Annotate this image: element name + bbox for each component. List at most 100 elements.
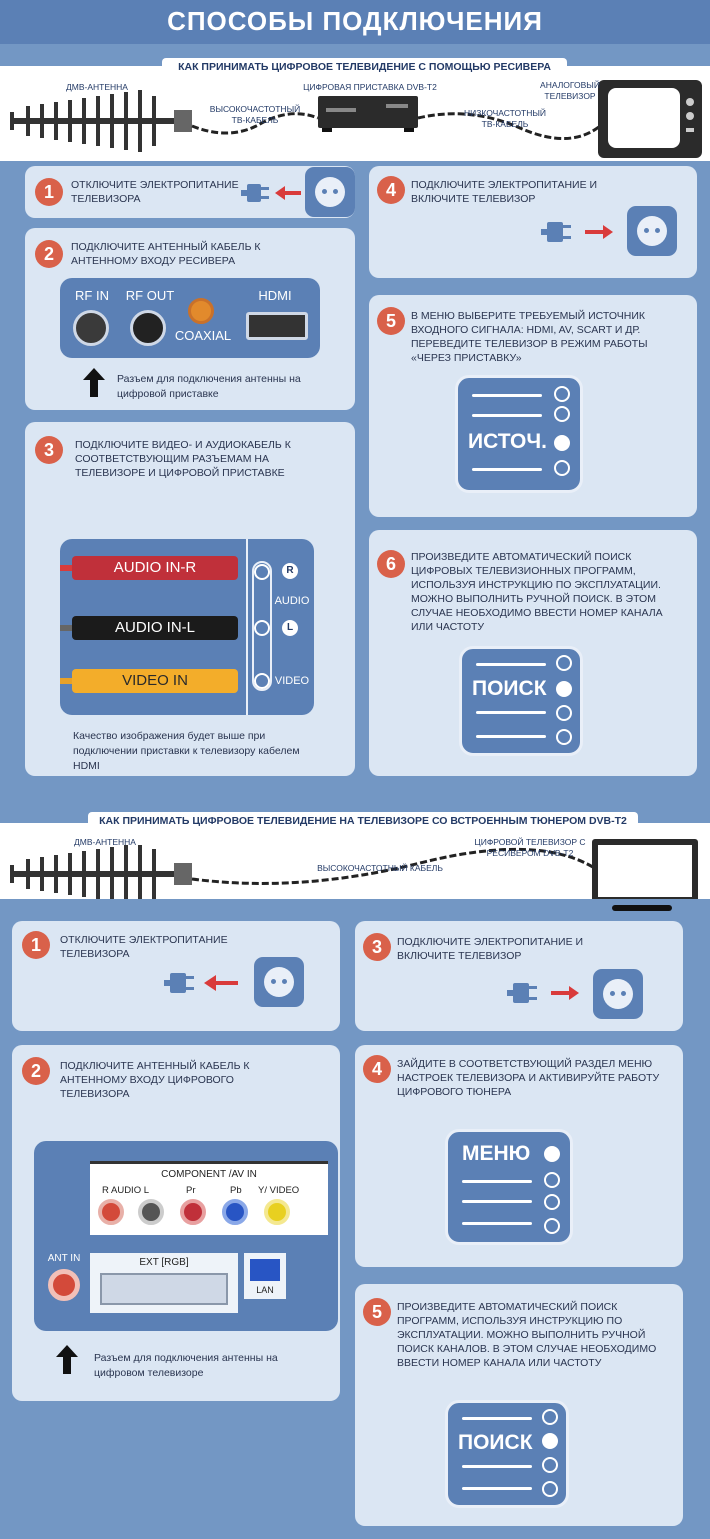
step-card-3: 3 ПОДКЛЮЧИТЕ ЭЛЕКТРОПИТАНИЕ И ВКЛЮЧИТЕ Т… [355,921,683,1031]
audio-jack-label: AUDIO [274,595,310,607]
source-menu-icon: ИСТОЧ. [455,375,583,493]
step-card-6: 6 ПРОИЗВЕДИТЕ АВТОМАТИЧЕСКИЙ ПОИСК ЦИФРО… [369,530,697,776]
digital-tv-icon [592,839,698,899]
jack-strip [252,561,272,691]
plug-unplug-icon [241,184,301,202]
antenna-label: ДМВ-АНТЕННА [66,82,128,92]
plug-unplug-icon [164,973,238,993]
pb-label: Pb [230,1185,242,1196]
receiver-port-panel: RF IN RF OUT COAXIAL HDMI [60,278,320,358]
step-note: Разъем для подключения антенны на цифров… [94,1352,278,1379]
coaxial-port [188,298,214,324]
step-number: 3 [363,933,391,961]
step-number: 4 [377,176,405,204]
step-number: 5 [377,307,405,335]
lf-cable-label: НИЗКОЧАСТОТНЫЙ ТВ-КАБЕЛЬ [463,108,547,129]
analog-tv-label: АНАЛОГОВЫЙ ТЕЛЕВИЗОР [540,80,600,101]
tv-port-panel: COMPONENT /AV IN R AUDIO L Pr Pb Y/ VIDE… [34,1141,338,1331]
ant-in-label: ANT IN [47,1253,81,1264]
audio-r-cable [72,556,238,580]
receiver-diagram [10,80,702,158]
hf-cable-label: ВЫСОКОЧАСТОТНЫЙ КАБЕЛЬ [317,863,443,873]
audio-l-cable [72,616,238,640]
step-text: ПОДКЛЮЧИТЕ ЭЛЕКТРОПИТАНИЕ И ВКЛЮЧИТЕ ТЕЛ… [411,179,598,205]
receiver-diagram-strip: ДМВ-АНТЕННА ВЫСОКОЧАСТОТНЫЙ ТВ-КАБЕЛЬ ЦИ… [0,66,710,161]
step-number: 2 [35,240,63,268]
step-number: 5 [363,1298,391,1326]
step-card-5: 5 ПРОИЗВЕДИТЕ АВТОМАТИЧЕСКИЙ ПОИСК ПРОГР… [355,1284,683,1526]
pb-jack [222,1199,248,1225]
builtin-tuner-diagram [10,839,698,899]
plug-connect-icon [507,983,579,1003]
rf-out-label: RF OUT [125,288,175,303]
step-text: ПОДКЛЮЧИТЕ АНТЕННЫЙ КАБЕЛЬ К АНТЕННОМУ В… [71,241,261,267]
step-text: ОТКЛЮЧИТЕ ЭЛЕКТРОПИТАНИЕ ТЕЛЕВИЗОРА [71,179,239,205]
page-title: СПОСОБЫ ПОДКЛЮЧЕНИЯ [0,0,710,44]
audio-r-jack [98,1199,124,1225]
coaxial-label: COAXIAL [174,328,232,343]
step-text: ПРОИЗВЕДИТЕ АВТОМАТИЧЕСКИЙ ПОИСК ЦИФРОВЫ… [411,551,663,633]
rf-in-label: RF IN [75,288,109,303]
step-number: 6 [377,550,405,578]
settings-menu-icon: МЕНЮ [445,1129,573,1245]
arrow-up-icon [56,1345,78,1357]
socket-icon [627,206,677,256]
step-card-1: 1 ОТКЛЮЧИТЕ ЭЛЕКТРОПИТАНИЕ ТЕЛЕВИЗОРА [12,921,340,1031]
step-note: Качество изображения будет выше при подк… [73,730,300,772]
plug-connect-icon [541,222,613,242]
step-note: Разъем для подключения антенны на цифров… [117,373,301,400]
step-number: 3 [35,436,63,464]
socket-icon [305,167,355,217]
component-label: COMPONENT /AV IN [161,1169,257,1180]
receiver-label: ЦИФРОВАЯ ПРИСТАВКА DVB-T2 [303,82,437,92]
audio-l-jack [138,1199,164,1225]
rf-in-port [73,310,109,346]
arrow-up-icon [83,368,105,380]
antenna-icon [10,845,192,899]
search-menu-icon: ПОИСК [459,646,583,756]
video-jack-label: VIDEO [274,675,310,687]
section2-banner: КАК ПРИНИМАТЬ ЦИФРОВОЕ ТЕЛЕВИДЕНИЕ НА ТЕ… [88,812,638,832]
av-cable-panel: AUDIO IN-R AUDIO IN-L VIDEO IN R AUDIO L… [60,539,314,715]
socket-icon [593,969,643,1019]
video-label: VIDEO IN [122,672,188,689]
step-text: ОТКЛЮЧИТЕ ЭЛЕКТРОПИТАНИЕ ТЕЛЕВИЗОРА [60,934,228,960]
ant-in-port [48,1269,80,1301]
socket-icon [254,957,304,1007]
menu-word: ПОИСК [458,1431,533,1454]
hdmi-label: HDMI [258,288,292,303]
step-text: ПОДКЛЮЧИТЕ ВИДЕО- И АУДИОКАБЕЛЬ К СООТВЕ… [75,439,291,479]
search-menu-icon: ПОИСК [445,1400,569,1508]
r-jack-badge: R [282,563,298,579]
step-card-5: 5 В МЕНЮ ВЫБЕРИТЕ ТРЕБУЕМЫЙ ИСТОЧНИК ВХО… [369,295,697,517]
step-text: ПРОИЗВЕДИТЕ АВТОМАТИЧЕСКИЙ ПОИСК ПРОГРАМ… [397,1301,657,1369]
builtin-tuner-diagram-strip: ДМВ-АНТЕННА ВЫСОКОЧАСТОТНЫЙ КАБЕЛЬ ЦИФРО… [0,823,710,899]
step-number: 1 [35,178,63,206]
step-number: 1 [22,931,50,959]
tv-stand [612,905,672,911]
rf-out-port [130,310,166,346]
menu-word: МЕНЮ [462,1142,531,1165]
hf-cable-label: ВЫСОКОЧАСТОТНЫЙ ТВ-КАБЕЛЬ [209,104,301,125]
step-card-4: 4 ПОДКЛЮЧИТЕ ЭЛЕКТРОПИТАНИЕ И ВКЛЮЧИТЕ Т… [369,166,697,278]
l-jack-badge: L [282,620,298,636]
step-text: ЗАЙДИТЕ В СООТВЕТСТВУЮЩИЙ РАЗДЕЛ МЕНЮ НА… [397,1058,660,1098]
menu-word: ПОИСК [472,677,547,700]
step-card-1: 1 ОТКЛЮЧИТЕ ЭЛЕКТРОПИТАНИЕ ТЕЛЕВИЗОРА [25,166,355,218]
hdmi-port [246,312,308,340]
lan-label: LAN [256,1285,274,1295]
step-text: ПОДКЛЮЧИТЕ ЭЛЕКТРОПИТАНИЕ И ВКЛЮЧИТЕ ТЕЛ… [397,936,584,962]
pr-label: Pr [186,1185,196,1196]
receiver-icon [318,96,418,132]
antenna-icon [10,90,192,152]
antenna-label: ДМВ-АНТЕННА [74,837,136,847]
pr-jack [180,1199,206,1225]
audio-rl-label: R AUDIO L [102,1185,150,1196]
analog-tv-icon [598,80,702,158]
digital-tv-label: ЦИФРОВОЙ ТЕЛЕВИЗОР С РЕСИВЕРОМ DVB-T2 [474,837,586,858]
component-block [90,1161,328,1235]
step-number: 2 [22,1057,50,1085]
section1-banner: КАК ПРИНИМАТЬ ЦИФРОВОЕ ТЕЛЕВИДЕНИЕ С ПОМ… [162,58,567,78]
menu-word: ИСТОЧ. [468,430,547,453]
step-text: ПОДКЛЮЧИТЕ АНТЕННЫЙ КАБЕЛЬ К АНТЕННОМУ В… [60,1060,250,1100]
